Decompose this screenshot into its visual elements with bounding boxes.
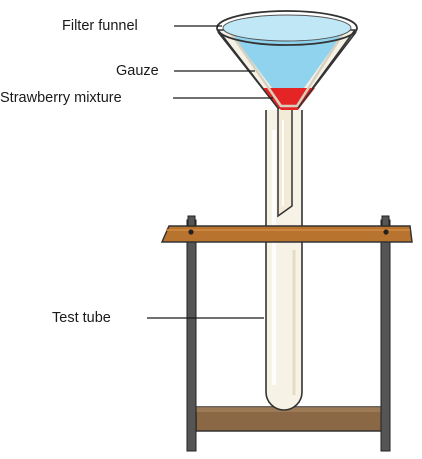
funnel-liquid [230, 32, 344, 88]
right-rod [380, 219, 391, 452]
strawberry-mixture [262, 88, 315, 110]
wooden-shelf [160, 215, 413, 243]
label-strawberry-mixture-group: Strawberry mixture [0, 90, 273, 106]
label-gauze-group: Gauze [116, 63, 255, 79]
left-rod [186, 219, 197, 452]
label-gauze: Gauze [116, 63, 159, 79]
right-rod-cap [383, 229, 389, 235]
filter-funnel [216, 10, 358, 110]
label-filter-funnel-group: Filter funnel [62, 18, 222, 34]
label-test-tube: Test tube [52, 310, 111, 326]
gauze [228, 31, 346, 108]
label-strawberry-mixture: Strawberry mixture [0, 90, 122, 106]
funnel-stem [277, 100, 293, 218]
label-test-tube-group: Test tube [52, 310, 264, 326]
left-rod-cap [188, 229, 194, 235]
test-tube [265, 110, 303, 411]
funnel-rim [216, 10, 358, 46]
label-filter-funnel: Filter funnel [62, 18, 138, 34]
